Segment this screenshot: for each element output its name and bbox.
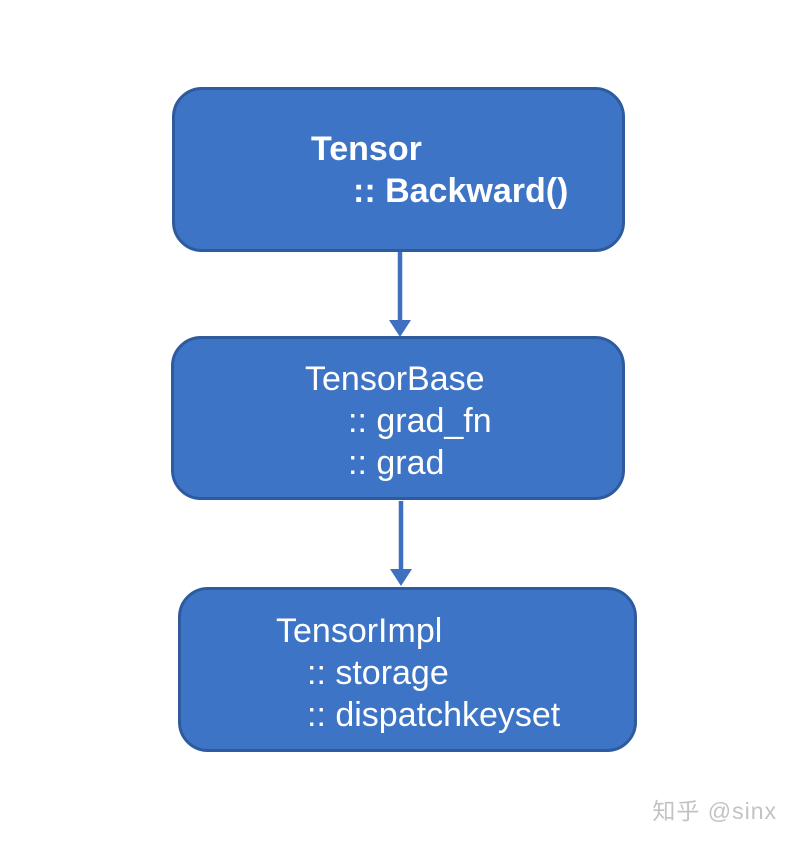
node-title: Tensor <box>311 129 422 168</box>
arrow-down-icon <box>390 501 412 586</box>
arrow-down-icon <box>389 252 411 337</box>
node-member: :: grad <box>348 444 445 482</box>
node-tensorbase: TensorBase :: grad_fn :: grad <box>171 336 625 500</box>
node-member: :: storage <box>307 653 449 692</box>
node-text-block: TensorImpl :: storage :: dispatchkeyset <box>181 604 560 736</box>
node-member: :: dispatchkeyset <box>307 695 561 734</box>
node-title: TensorBase <box>305 360 485 398</box>
node-tensor: Tensor :: Backward() <box>172 87 625 252</box>
node-text-block: TensorBase :: grad_fn :: grad <box>174 352 492 484</box>
node-member: :: grad_fn <box>348 402 492 440</box>
watermark: 知乎 @sinx <box>652 798 777 824</box>
node-text-block: Tensor :: Backward() <box>175 128 568 212</box>
node-member: :: Backward() <box>353 171 569 210</box>
node-title: TensorImpl <box>276 611 443 650</box>
node-tensorimpl: TensorImpl :: storage :: dispatchkeyset <box>178 587 637 752</box>
